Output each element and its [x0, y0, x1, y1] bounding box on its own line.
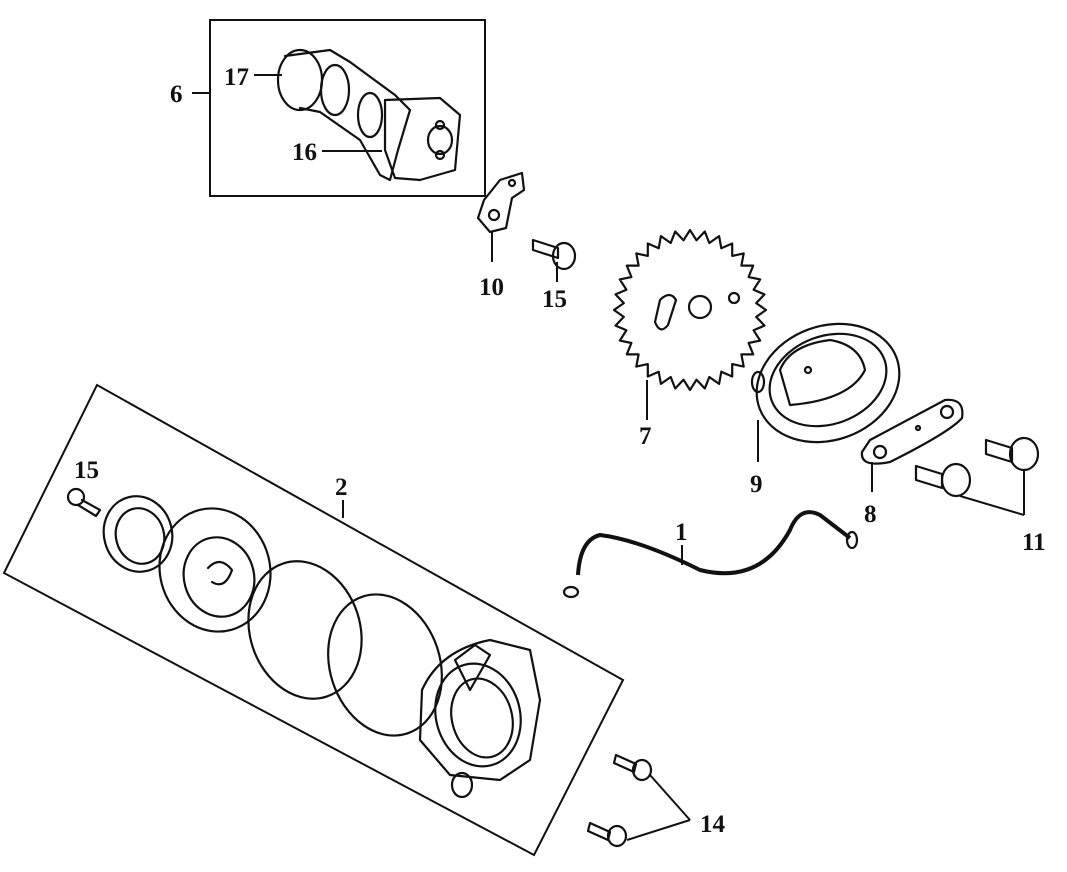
plate-part	[860, 398, 964, 465]
label-14: 14	[700, 811, 726, 838]
label-15-top: 15	[542, 286, 567, 313]
tensioner-group-box	[2, 383, 625, 857]
bolt-part-14-a	[612, 753, 653, 782]
label-16: 16	[292, 139, 317, 166]
bolt-part-11-b	[914, 462, 972, 498]
label-9: 9	[750, 471, 763, 498]
label-15-left: 15	[74, 457, 99, 484]
hose-part	[562, 510, 859, 599]
bolt-part-11-a	[984, 436, 1040, 472]
ring-part-b	[327, 593, 443, 737]
disc-part	[158, 507, 272, 633]
label-11: 11	[1022, 529, 1046, 556]
leader-14-b	[626, 819, 691, 841]
label-2: 2	[335, 474, 348, 501]
label-1: 1	[675, 519, 688, 546]
label-8: 8	[864, 501, 877, 528]
cover-part	[750, 322, 901, 444]
bolt-part-14-b	[586, 821, 628, 848]
camshaft-group-box	[209, 19, 486, 197]
bolt-part-15-top	[531, 238, 577, 271]
seal-part	[102, 495, 174, 573]
label-10: 10	[479, 274, 504, 301]
bracket-part	[476, 171, 526, 234]
housing-part	[418, 638, 542, 799]
sprocket-part	[612, 228, 768, 392]
label-6: 6	[170, 81, 183, 108]
bolt-part-15-left	[66, 487, 102, 518]
camshaft-part	[276, 48, 462, 182]
leader-14-a	[649, 774, 691, 821]
ring-part-a	[247, 560, 363, 700]
label-7: 7	[639, 423, 652, 450]
leader-11-b	[959, 495, 1025, 516]
label-17: 17	[224, 64, 249, 91]
